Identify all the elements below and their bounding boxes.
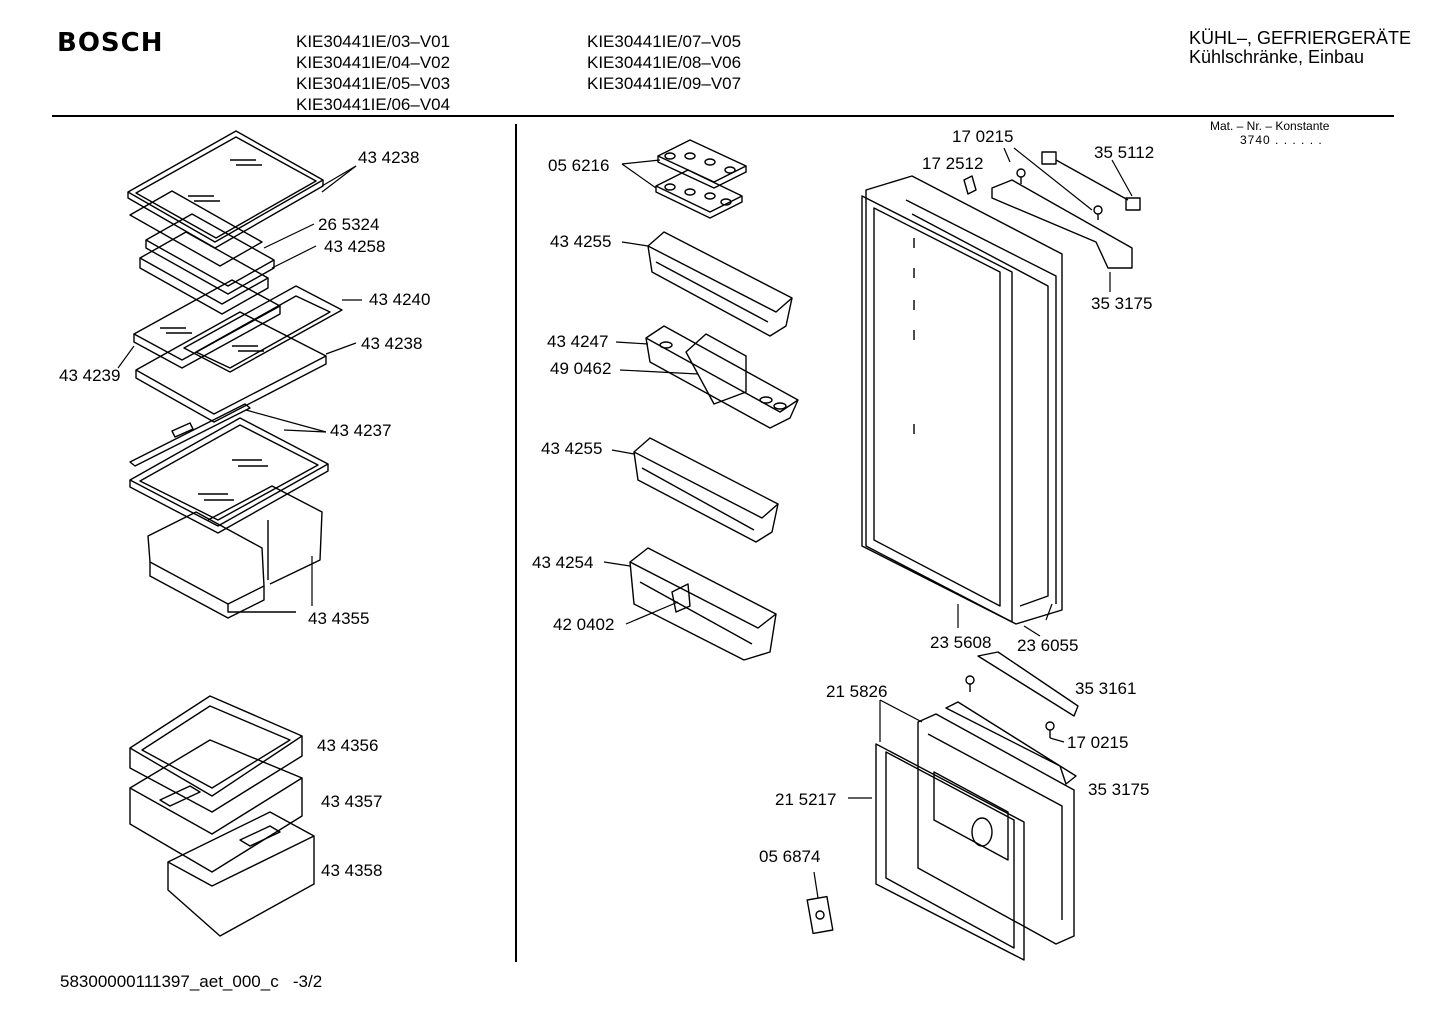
part-number: 43 4247 [547,332,608,351]
part-number: 43 4355 [308,609,369,628]
part-number: 21 5826 [826,682,887,701]
crisper-drawers [147,485,323,619]
split-shelf [133,279,343,373]
model-number: KIE30441IE/03–V01 [296,32,451,51]
part-number: 35 3175 [1091,294,1152,313]
freezer-drawer-1 [129,695,303,813]
freezer-drawer-3 [167,811,315,937]
model-list-1: KIE30441IE/03–V01 KIE30441IE/04–V02 KIE3… [296,31,450,115]
part-number: 21 5217 [775,790,836,809]
freezer-door [806,651,1079,961]
matnr-label: Mat. – Nr. – Konstante [1210,119,1330,133]
brand-logo: BOSCH [57,28,164,58]
part-number: 26 5324 [318,215,379,234]
column-divider [515,124,517,962]
part-number: 43 4258 [324,237,385,256]
part-number: 17 0215 [952,127,1013,146]
part-number: 43 4356 [317,736,378,755]
leader-lines [117,147,1133,899]
part-number: 43 4254 [532,553,593,572]
door-rack-bottle [629,547,777,661]
model-number: KIE30441IE/04–V02 [296,53,451,72]
part-number: 43 4255 [550,232,611,251]
freezer-drawer-2 [129,739,303,873]
part-number: 05 6874 [759,847,820,866]
hinge-bracket-top [963,151,1141,269]
category: KÜHL–, GEFRIERGERÄTE Kühlschränke, Einba… [1189,29,1411,67]
matnr-value: 3740 . . . . . . [1240,133,1323,147]
part-number: 35 3161 [1075,679,1136,698]
category-subtitle: Kühlschränke, Einbau [1188,47,1365,67]
part-number: 43 4357 [321,792,382,811]
model-number: KIE30441IE/05–V03 [296,74,451,93]
part-number: 42 0402 [553,615,614,634]
part-number: 05 6216 [548,156,609,175]
shelf-frame [129,190,275,315]
category-title: KÜHL–, GEFRIERGERÄTE [1188,28,1411,48]
part-number: 35 3175 [1088,780,1149,799]
part-number: 43 4238 [358,148,419,167]
part-number: 23 6055 [1017,636,1078,655]
part-number: 23 5608 [930,633,991,652]
part-number: 43 4358 [321,861,382,880]
part-number: 43 4255 [541,439,602,458]
part-number: 17 2512 [922,154,983,173]
part-number: 49 0462 [550,359,611,378]
model-number: KIE30441IE/07–V05 [587,32,742,51]
door-rack-1 [647,231,793,337]
model-number: KIE30441IE/09–V07 [587,74,742,93]
document-id: 58300000111397_aet_000_c -3/2 [60,972,323,991]
part-number: 43 4237 [330,421,391,440]
material-number: Mat. – Nr. – Konstante 3740 . . . . . . [1210,119,1329,147]
part-number: 35 5112 [1094,143,1154,162]
part-number: 43 4238 [361,334,422,353]
part-number: 43 4239 [59,366,120,385]
door-rack-2 [633,437,779,543]
model-number: KIE30441IE/06–V04 [296,95,451,114]
shelf-lower [135,311,327,423]
model-number: KIE30441IE/08–V06 [587,53,742,72]
egg-trays [655,139,747,219]
egg-rack [645,325,799,429]
crisper-cover [129,403,329,534]
fridge-door [861,175,1063,625]
screw-icons [965,168,1103,738]
part-number: 43 4240 [369,290,430,309]
model-list-2: KIE30441IE/07–V05 KIE30441IE/08–V06 KIE3… [587,31,741,94]
header-rule [52,115,1394,117]
part-labels: 43 4238 26 5324 43 4258 43 4240 43 4238 … [59,127,1154,880]
part-number: 17 0215 [1067,733,1128,752]
